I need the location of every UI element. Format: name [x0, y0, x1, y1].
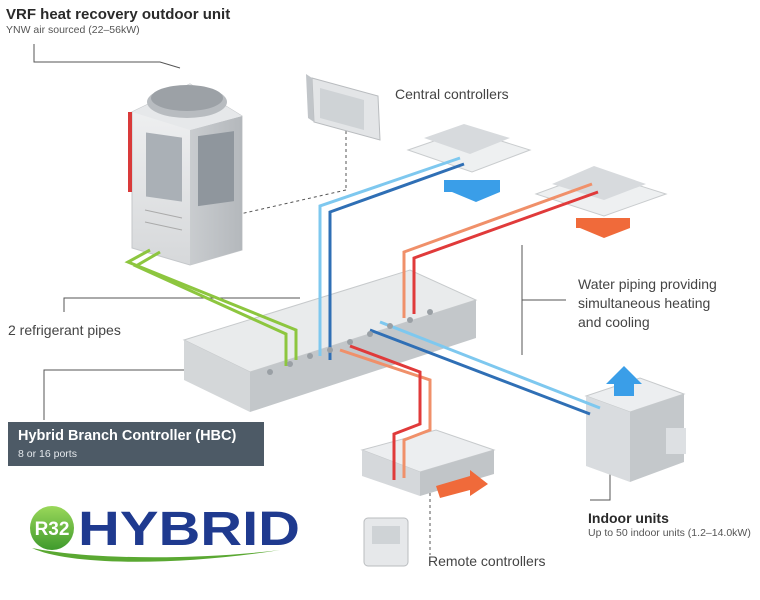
leader-lines: [33, 44, 611, 555]
outdoor-unit-leader: [33, 44, 181, 69]
hbc-title: Hybrid Branch Controller (HBC): [18, 428, 237, 444]
hbc-leader: [43, 369, 210, 420]
refrigerant-pipes-label: 2 refrigerant pipes: [8, 322, 121, 338]
r32-badge-circle: [30, 506, 74, 550]
cassette-unit-warm: [534, 166, 668, 238]
logo-swoosh: [32, 548, 280, 562]
water-piping-line-1: Water piping providing: [578, 276, 717, 292]
refrigerant-leader: [63, 297, 300, 312]
water-piping-line-3: and cooling: [578, 314, 650, 330]
indoor-unit-illustration: [584, 366, 686, 482]
central-controller-illustration: [306, 74, 381, 141]
hbc-subtitle: 8 or 16 ports: [18, 448, 77, 460]
outdoor-unit-subtitle: YNW air sourced (22–56kW): [6, 24, 140, 36]
remote-controllers-label: Remote controllers: [428, 553, 546, 569]
ducted-unit-illustration: [360, 429, 496, 498]
outdoor-unit-title: VRF heat recovery outdoor unit: [6, 6, 231, 23]
outdoor-unit-illustration: [128, 83, 243, 266]
cassette-unit-cool: [406, 124, 532, 202]
indoor-units-subtitle: Up to 50 indoor units (1.2–14.0kW): [588, 527, 751, 539]
central-controllers-label: Central controllers: [395, 86, 509, 102]
hbc-ports: [267, 309, 433, 375]
r32-badge-text: R32: [35, 519, 70, 540]
indoor-units-title: Indoor units: [588, 510, 669, 526]
pipes: [124, 156, 601, 480]
remote-controller-illustration: [363, 517, 409, 567]
indoor-units-leader: [590, 470, 611, 501]
hbc-label-box: [8, 422, 264, 466]
water-piping-line-2: simultaneous heating: [578, 295, 711, 311]
hybrid-wordmark: HYBRID: [78, 503, 300, 556]
r32-hybrid-logo: R32 HYBRID: [30, 503, 300, 562]
